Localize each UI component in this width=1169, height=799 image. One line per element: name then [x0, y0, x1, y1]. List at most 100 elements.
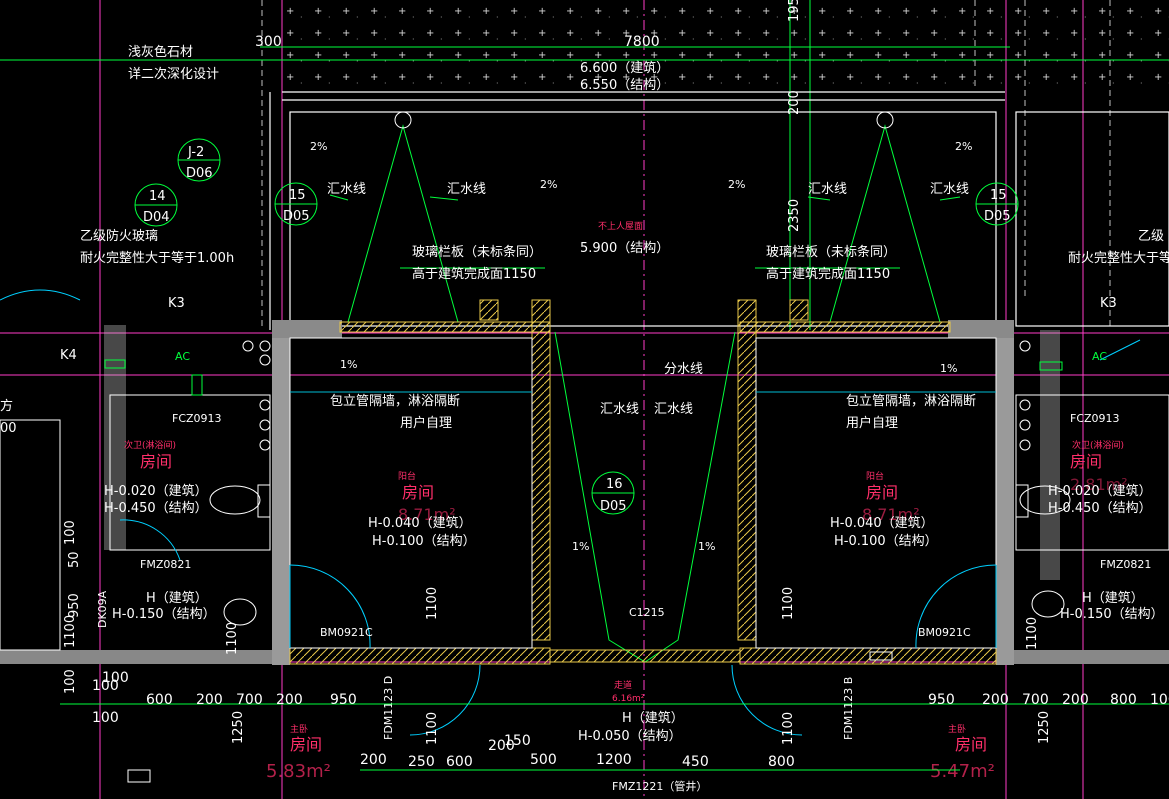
vdim-1100-b: 1100 — [781, 587, 796, 620]
roof-no-access: 不上人屋面 — [598, 221, 643, 232]
slope-8: 1% — [698, 540, 715, 553]
elev-balcony-arch-right: H-0.040（建筑） — [830, 515, 934, 531]
callout-15-right: 15 — [990, 188, 1007, 203]
tag-k3: K3 — [168, 296, 185, 311]
vdim-1100-d: 1100 — [781, 712, 796, 745]
dim-195: 195 — [787, 0, 802, 22]
left-fragment-fang: 方 — [0, 398, 13, 414]
note-fire-2-right: 耐火完整性大于等于1.00h — [1068, 250, 1169, 266]
slope-7: 1% — [572, 540, 589, 553]
dim-bottom-value: 950 — [330, 692, 357, 708]
roof-outline — [269, 91, 1169, 330]
walls — [0, 299, 1169, 665]
dim-bottom-value: 100 — [92, 678, 119, 694]
tag-k3-right: K3 — [1100, 296, 1117, 311]
callout-14: 14 — [149, 189, 166, 204]
dim-bottom-value: 100 — [1150, 692, 1169, 708]
vdim-100b: 100 — [63, 669, 78, 694]
room-name-left: 房间 — [402, 483, 434, 502]
window-c1215: C1215 — [629, 606, 665, 619]
collect-line-2: 汇水线 — [447, 182, 486, 197]
dim-bottom-value: 950 — [928, 692, 955, 708]
dim-bottom-value: 800 — [768, 754, 795, 770]
bath-area-right: 2.81m² — [1070, 475, 1128, 494]
fixtures — [0, 340, 1071, 783]
dim-bottom-value: 150 — [504, 733, 531, 749]
pipe-note-2-left: 用户自理 — [400, 415, 452, 431]
vdim-950: 950 — [67, 593, 82, 618]
collect-line-3: 汇水线 — [808, 182, 847, 197]
corridor-area: 6.16m² — [612, 694, 645, 704]
door-fcz-left: FCZ0913 — [172, 412, 222, 425]
bedroom-room-right: 房间 — [955, 735, 987, 754]
room-name-right: 房间 — [866, 483, 898, 502]
dim-bottom-value: 200 — [1062, 692, 1089, 708]
vdim-1250-right: 1250 — [1037, 711, 1052, 744]
door-fmz1221: FMZ1221（管井） — [612, 779, 707, 793]
drain-icon — [876, 111, 894, 129]
callout-j2: J-2 — [187, 145, 204, 160]
elev-bath-arch-right: H-0.020（建筑） — [1048, 483, 1152, 499]
vdim-1100-g: 1100 — [63, 615, 78, 648]
door-fmz-left: FMZ0821 — [140, 558, 191, 571]
door-fmz-right: FMZ0821 — [1100, 558, 1151, 571]
roof-elev-struct: 6.550（结构） — [580, 78, 669, 93]
bedroom-area-left: 5.83m² — [266, 761, 331, 782]
vdim-100: 100 — [63, 520, 78, 545]
dim-bottom-value: 200 — [982, 692, 1009, 708]
dim-bottom-value: 250 — [408, 754, 435, 770]
elev-h150-right: H-0.150（结构） — [1060, 607, 1164, 622]
dim-bottom-value: 100 — [102, 670, 129, 686]
collect-line-4: 汇水线 — [930, 182, 969, 197]
elev-balcony-struct-left: H-0.100（结构） — [372, 534, 476, 549]
bedroom-area-right: 5.47m² — [930, 761, 995, 782]
left-fragment-00: 00 — [0, 421, 17, 436]
tag-ac-right: AC — [1092, 350, 1107, 363]
elev-bath-struct-right: H-0.450（结构） — [1048, 501, 1152, 516]
dim-bottom-value: 700 — [236, 692, 263, 708]
door-fdm-right: FDM1123 B — [842, 677, 855, 740]
room-area-right: 8.71m² — [862, 505, 920, 524]
vdim-1100-f: 1100 — [1025, 617, 1040, 650]
door-fdm-left: FDM1123 D — [382, 676, 395, 740]
callout-16: 16 — [606, 477, 623, 492]
stone-band-right — [1010, 0, 1169, 92]
dim-300: 300 — [255, 34, 282, 50]
elev-balcony-struct-right: H-0.100（结构） — [834, 534, 938, 549]
room-balcony-label-right: 阳台 — [866, 470, 884, 482]
glass-note-1-right: 玻璃栏板（未标条同） — [766, 244, 896, 260]
collect-line-1: 汇水线 — [327, 182, 366, 197]
dim-bottom-value: 450 — [682, 754, 709, 770]
door-dk: DK09A — [96, 590, 109, 628]
note-fire-1: 乙级防火玻璃 — [80, 228, 158, 244]
callout-d05-mid: D05 — [600, 499, 627, 514]
pipe-note-2-right: 用户自理 — [846, 415, 898, 431]
pipe-note-1-left: 包立管隔墙，淋浴隔断 — [330, 394, 460, 409]
glass-note-1-left: 玻璃栏板（未标条同） — [412, 244, 542, 260]
roof-level: 5.900（结构） — [580, 241, 669, 256]
dim-bottom-value: 200 — [360, 752, 387, 768]
bath-label-left: 次卫(淋浴间) — [124, 439, 176, 451]
bath-label-right: 次卫(淋浴间) — [1072, 439, 1124, 451]
vdim-1100-c: 1100 — [425, 712, 440, 745]
callout-d05-left: D05 — [283, 209, 310, 224]
glass-note-2-right: 高于建筑完成面1150 — [766, 266, 890, 282]
elev-bath-arch-left: H-0.020（建筑） — [104, 483, 208, 499]
drain-icon — [394, 111, 412, 129]
note-fire-2: 耐火完整性大于等于1.00h — [80, 250, 234, 266]
room-balcony-label-left: 阳台 — [398, 470, 416, 482]
callout-d06: D06 — [186, 166, 213, 181]
bedroom-room-left: 房间 — [290, 735, 322, 754]
dim-200: 200 — [787, 90, 802, 115]
dim-bottom-value: 800 — [1110, 692, 1137, 708]
vdim-1100-a: 1100 — [425, 587, 440, 620]
vdim-1250-left: 1250 — [231, 711, 246, 744]
elev-h150-left: H-0.150（结构） — [112, 607, 216, 622]
dim-bottom-value: 100 — [92, 710, 119, 726]
room-area-left: 8.71m² — [398, 505, 456, 524]
glass-note-2-left: 高于建筑完成面1150 — [412, 266, 536, 282]
dim-bottom-value: 700 — [1022, 692, 1049, 708]
